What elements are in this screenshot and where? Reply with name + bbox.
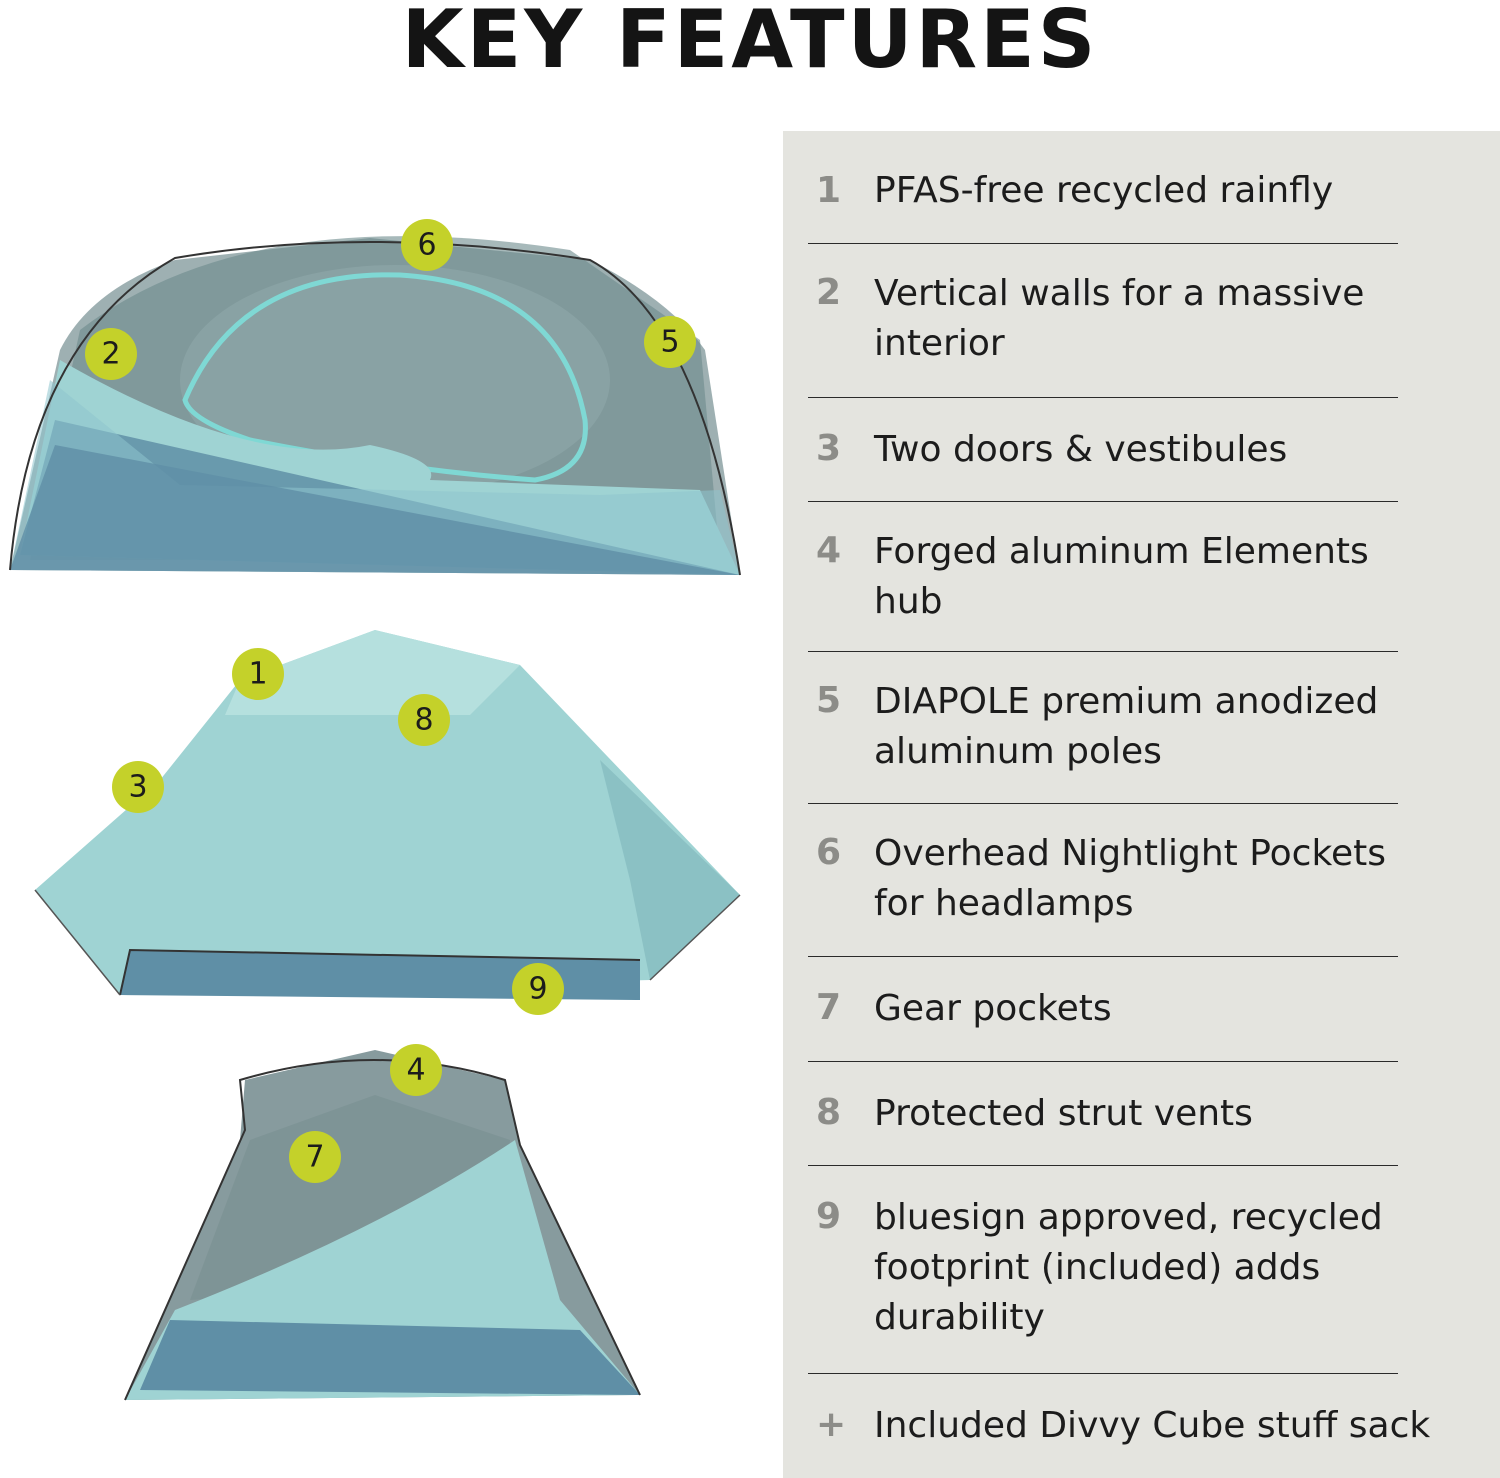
feature-number: +: [816, 1404, 847, 1445]
feature-label: Two doors & vestibules: [874, 429, 1288, 470]
feature-item-6: 6 Overhead Nightlight Pockets for headla…: [808, 804, 1398, 957]
feature-label: Included Divvy Cube stuff sack: [874, 1405, 1431, 1446]
badge-3: 3: [112, 761, 164, 813]
badge-2: 2: [85, 328, 137, 380]
feature-label: Overhead Nightlight Pockets for headlamp…: [874, 833, 1387, 924]
feature-label: Gear pockets: [874, 988, 1112, 1029]
tent-front-open-image: [9, 236, 741, 576]
badge-4: 4: [390, 1044, 442, 1096]
badge-number: 5: [660, 325, 679, 360]
badge-9: 9: [512, 963, 564, 1015]
page-title: KEY FEATURES: [401, 0, 1099, 86]
badge-number: 3: [128, 770, 147, 805]
badge-1: 1: [232, 648, 284, 700]
badge-5: 5: [644, 316, 696, 368]
badge-number: 7: [305, 1140, 324, 1175]
feature-number: 4: [816, 530, 842, 571]
feature-item-7: 7 Gear pockets: [808, 957, 1398, 1062]
badge-number: 9: [528, 972, 547, 1007]
feature-label: Vertical walls for a massive interior: [874, 273, 1365, 364]
feature-number: 6: [816, 832, 842, 873]
badge-6: 6: [401, 219, 453, 271]
feature-item-1: 1 PFAS-free recycled rainfly: [808, 160, 1398, 244]
feature-label: PFAS-free recycled rainfly: [874, 170, 1334, 211]
feature-item-8: 8 Protected strut vents: [808, 1062, 1398, 1166]
tent-illustrations: 6 2 5 1 8 3 9 4 7: [9, 219, 741, 1401]
feature-label: bluesign approved, recycled footprint (i…: [874, 1197, 1383, 1338]
feature-number: 9: [816, 1196, 842, 1237]
badge-8: 8: [398, 694, 450, 746]
badge-number: 4: [406, 1053, 425, 1088]
feature-number: 3: [816, 428, 842, 469]
feature-item-2: 2 Vertical walls for a massive interior: [808, 244, 1398, 398]
feature-item-3: 3 Two doors & vestibules: [808, 398, 1398, 502]
feature-item-4: 4 Forged aluminum Elements hub: [808, 502, 1398, 652]
feature-label: Forged aluminum Elements hub: [874, 531, 1369, 622]
features-panel: [783, 131, 1500, 1478]
feature-item-9: 9 bluesign approved, recycled footprint …: [808, 1166, 1398, 1374]
badge-number: 6: [417, 228, 436, 263]
feature-item-plus: + Included Divvy Cube stuff sack: [808, 1374, 1430, 1474]
feature-number: 2: [816, 272, 842, 313]
feature-number: 1: [816, 170, 842, 211]
badge-number: 2: [101, 337, 120, 372]
badge-7: 7: [289, 1131, 341, 1183]
badge-number: 1: [248, 657, 267, 692]
feature-number: 8: [816, 1092, 842, 1133]
feature-number: 7: [816, 987, 842, 1028]
feature-item-5: 5 DIAPOLE premium anodized aluminum pole…: [808, 652, 1398, 804]
badge-number: 8: [414, 703, 433, 738]
tent-rainfly-image: [34, 630, 741, 1000]
tent-side-open-image: [124, 1050, 641, 1401]
feature-label: DIAPOLE premium anodized aluminum poles: [874, 681, 1379, 772]
feature-number: 5: [816, 680, 842, 721]
feature-label: Protected strut vents: [874, 1093, 1253, 1134]
